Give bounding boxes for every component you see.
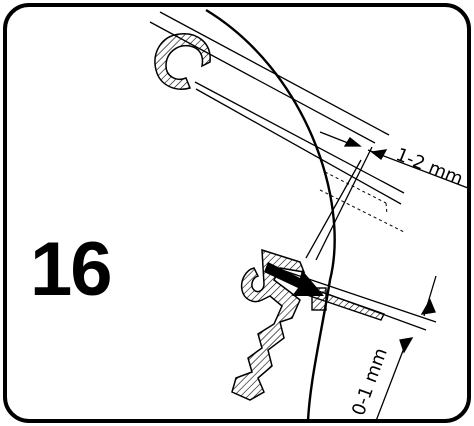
upper-hook-profile [154, 33, 211, 90]
upper-dimension-marker [319, 131, 469, 189]
step-number: 16 [30, 227, 113, 312]
diagonal-blade [305, 146, 373, 261]
dashed-outline [319, 171, 405, 233]
lower-dimension-marker [375, 275, 437, 422]
direction-arrow [264, 262, 324, 296]
lower-profile [231, 248, 306, 401]
frame-border [3, 3, 471, 423]
drum-arc [205, 8, 336, 422]
